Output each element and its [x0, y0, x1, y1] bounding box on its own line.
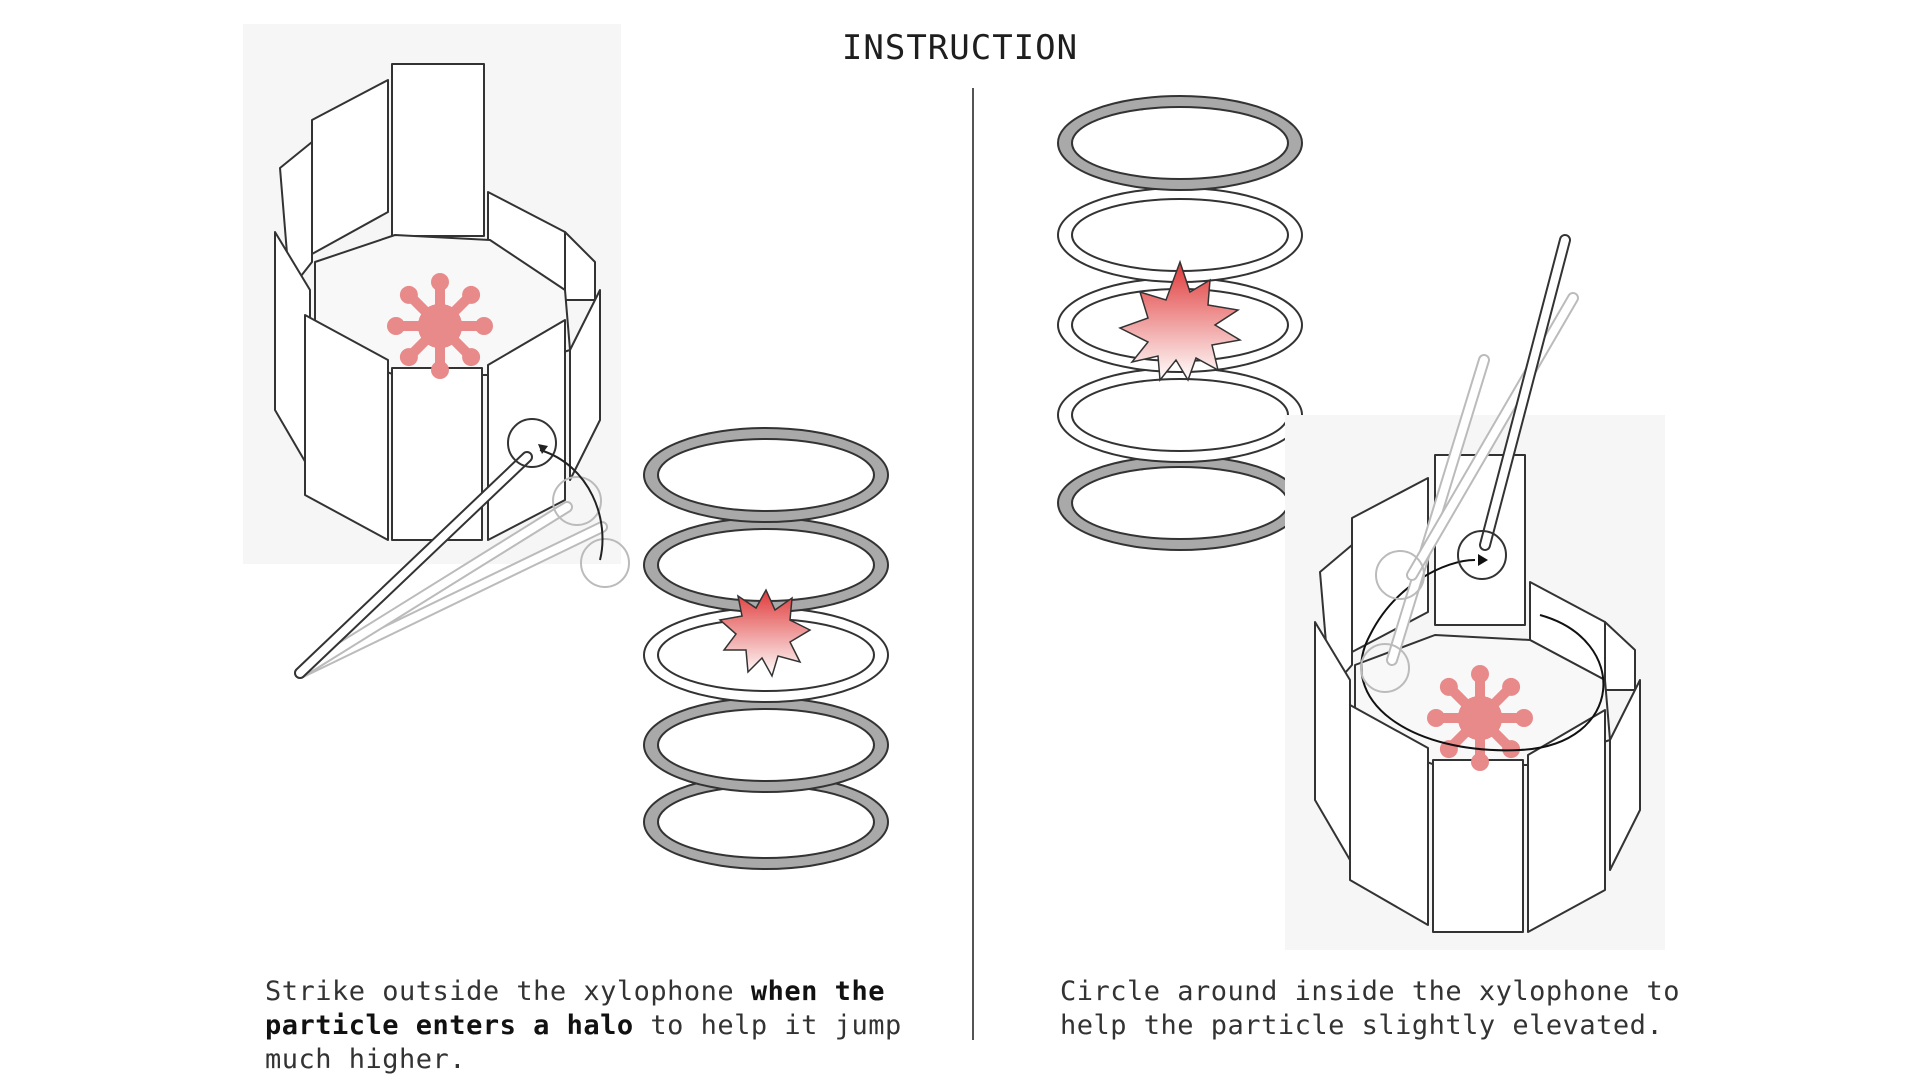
- right-xylophone: [1314, 454, 1641, 933]
- left-caption-part2: to help it jump much higher.: [265, 1010, 902, 1075]
- left-particle-blob: [386, 272, 494, 380]
- left-strike-point: [507, 418, 557, 468]
- right-strike-ghost-1: [1375, 550, 1425, 600]
- left-mallets: [294, 451, 608, 679]
- left-particle-burst: [718, 588, 812, 678]
- left-caption-bold: when the particle enters a halo: [265, 976, 885, 1041]
- right-circle-motion: [1360, 559, 1605, 752]
- left-strike-ghost-1: [552, 476, 602, 526]
- left-caption-part1: Strike outside the xylophone: [265, 976, 751, 1007]
- left-arrow-head: [538, 444, 548, 454]
- right-caption-text: Circle around inside the xylophone to he…: [1060, 976, 1680, 1041]
- right-arrow-head: [1478, 554, 1488, 566]
- right-strike-ghost-2: [1360, 643, 1410, 693]
- right-particle-blob: [1426, 664, 1534, 772]
- right-particle-burst: [1118, 259, 1243, 382]
- right-mallets: [1386, 234, 1579, 666]
- panel-divider: [972, 88, 974, 1040]
- right-strike-point: [1457, 530, 1507, 580]
- left-motion-arrow: [539, 449, 604, 561]
- left-halo-stack: [643, 427, 889, 870]
- left-caption: Strike outside the xylophone when the pa…: [265, 975, 965, 1077]
- right-caption: Circle around inside the xylophone to he…: [1060, 975, 1700, 1043]
- page-title: INSTRUCTION: [841, 28, 1079, 68]
- left-xylophone: [274, 63, 601, 541]
- left-strike-ghost-2: [580, 538, 630, 588]
- right-halo-stack: [1057, 95, 1303, 551]
